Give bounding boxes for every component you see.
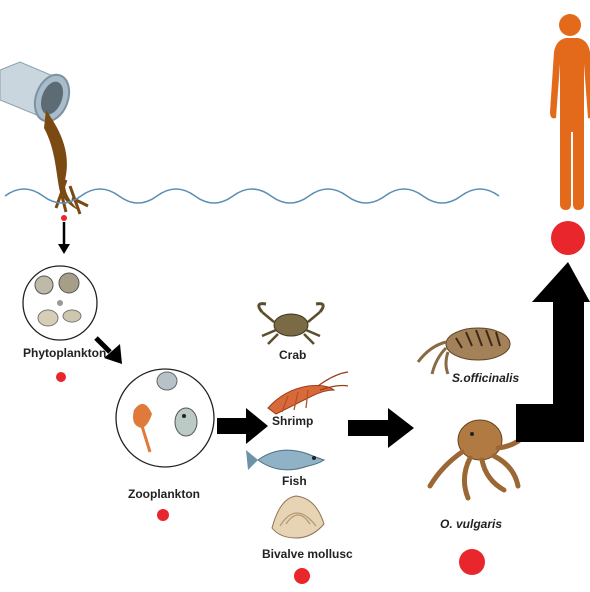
phytoplankton-marker bbox=[56, 372, 66, 382]
sepia-label: S.officinalis bbox=[452, 371, 519, 385]
arrow-consumers-to-cephalopods bbox=[348, 408, 414, 448]
outfall-pipe-icon bbox=[0, 62, 75, 126]
crab-label: Crab bbox=[279, 348, 306, 362]
shrimp-icon bbox=[268, 372, 348, 414]
arrow-zoo-to-consumers bbox=[217, 408, 268, 444]
arrow-to-human bbox=[516, 262, 590, 442]
phytoplankton-label: Phytoplankton bbox=[23, 346, 106, 360]
human-marker bbox=[551, 221, 585, 255]
fish-icon bbox=[246, 450, 324, 470]
zooplankton-marker bbox=[157, 509, 169, 521]
human-silhouette-icon bbox=[550, 14, 590, 210]
octopus-marker bbox=[459, 549, 485, 575]
zooplankton-circle bbox=[116, 369, 214, 467]
shrimp-label: Shrimp bbox=[272, 414, 313, 428]
octopus-label: O. vulgaris bbox=[440, 517, 502, 531]
zooplankton-label: Zooplankton bbox=[128, 487, 200, 501]
bivalve-marker bbox=[294, 568, 310, 584]
fish-label: Fish bbox=[282, 474, 307, 488]
phytoplankton-circle bbox=[23, 266, 97, 340]
crab-icon bbox=[259, 304, 323, 344]
arrow-to-phytoplankton bbox=[58, 215, 70, 254]
octopus-icon bbox=[430, 420, 526, 498]
clam-icon bbox=[272, 496, 324, 538]
effluent-stream bbox=[44, 110, 88, 214]
cuttlefish-icon bbox=[418, 328, 510, 374]
bivalve-label: Bivalve mollusc bbox=[262, 547, 353, 561]
